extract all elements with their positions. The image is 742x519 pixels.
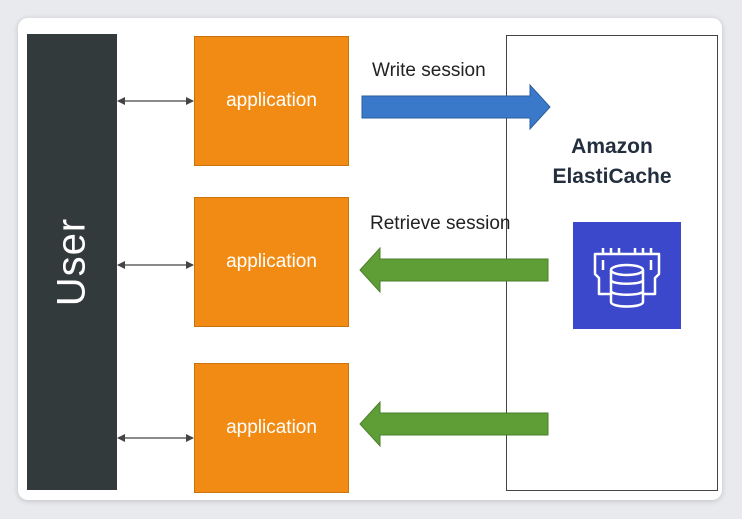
retrieve-session-label: Retrieve session bbox=[370, 213, 511, 234]
write-session-label: Write session bbox=[372, 60, 486, 81]
user-bar bbox=[27, 34, 117, 490]
retrieve-session-arrow-2 bbox=[359, 400, 549, 448]
application-box-2: application bbox=[194, 197, 349, 327]
retrieve-session-arrow-1 bbox=[359, 246, 549, 294]
application-box-1: application bbox=[194, 36, 349, 166]
elasticache-icon bbox=[573, 222, 681, 329]
application-box-3: application bbox=[194, 363, 349, 493]
elasticache-title-line1: Amazon bbox=[571, 135, 653, 158]
elasticache-title-line2: ElastiCache bbox=[552, 165, 672, 188]
write-session-arrow bbox=[361, 83, 551, 131]
elasticache-title: Amazon ElastiCache bbox=[507, 132, 717, 192]
